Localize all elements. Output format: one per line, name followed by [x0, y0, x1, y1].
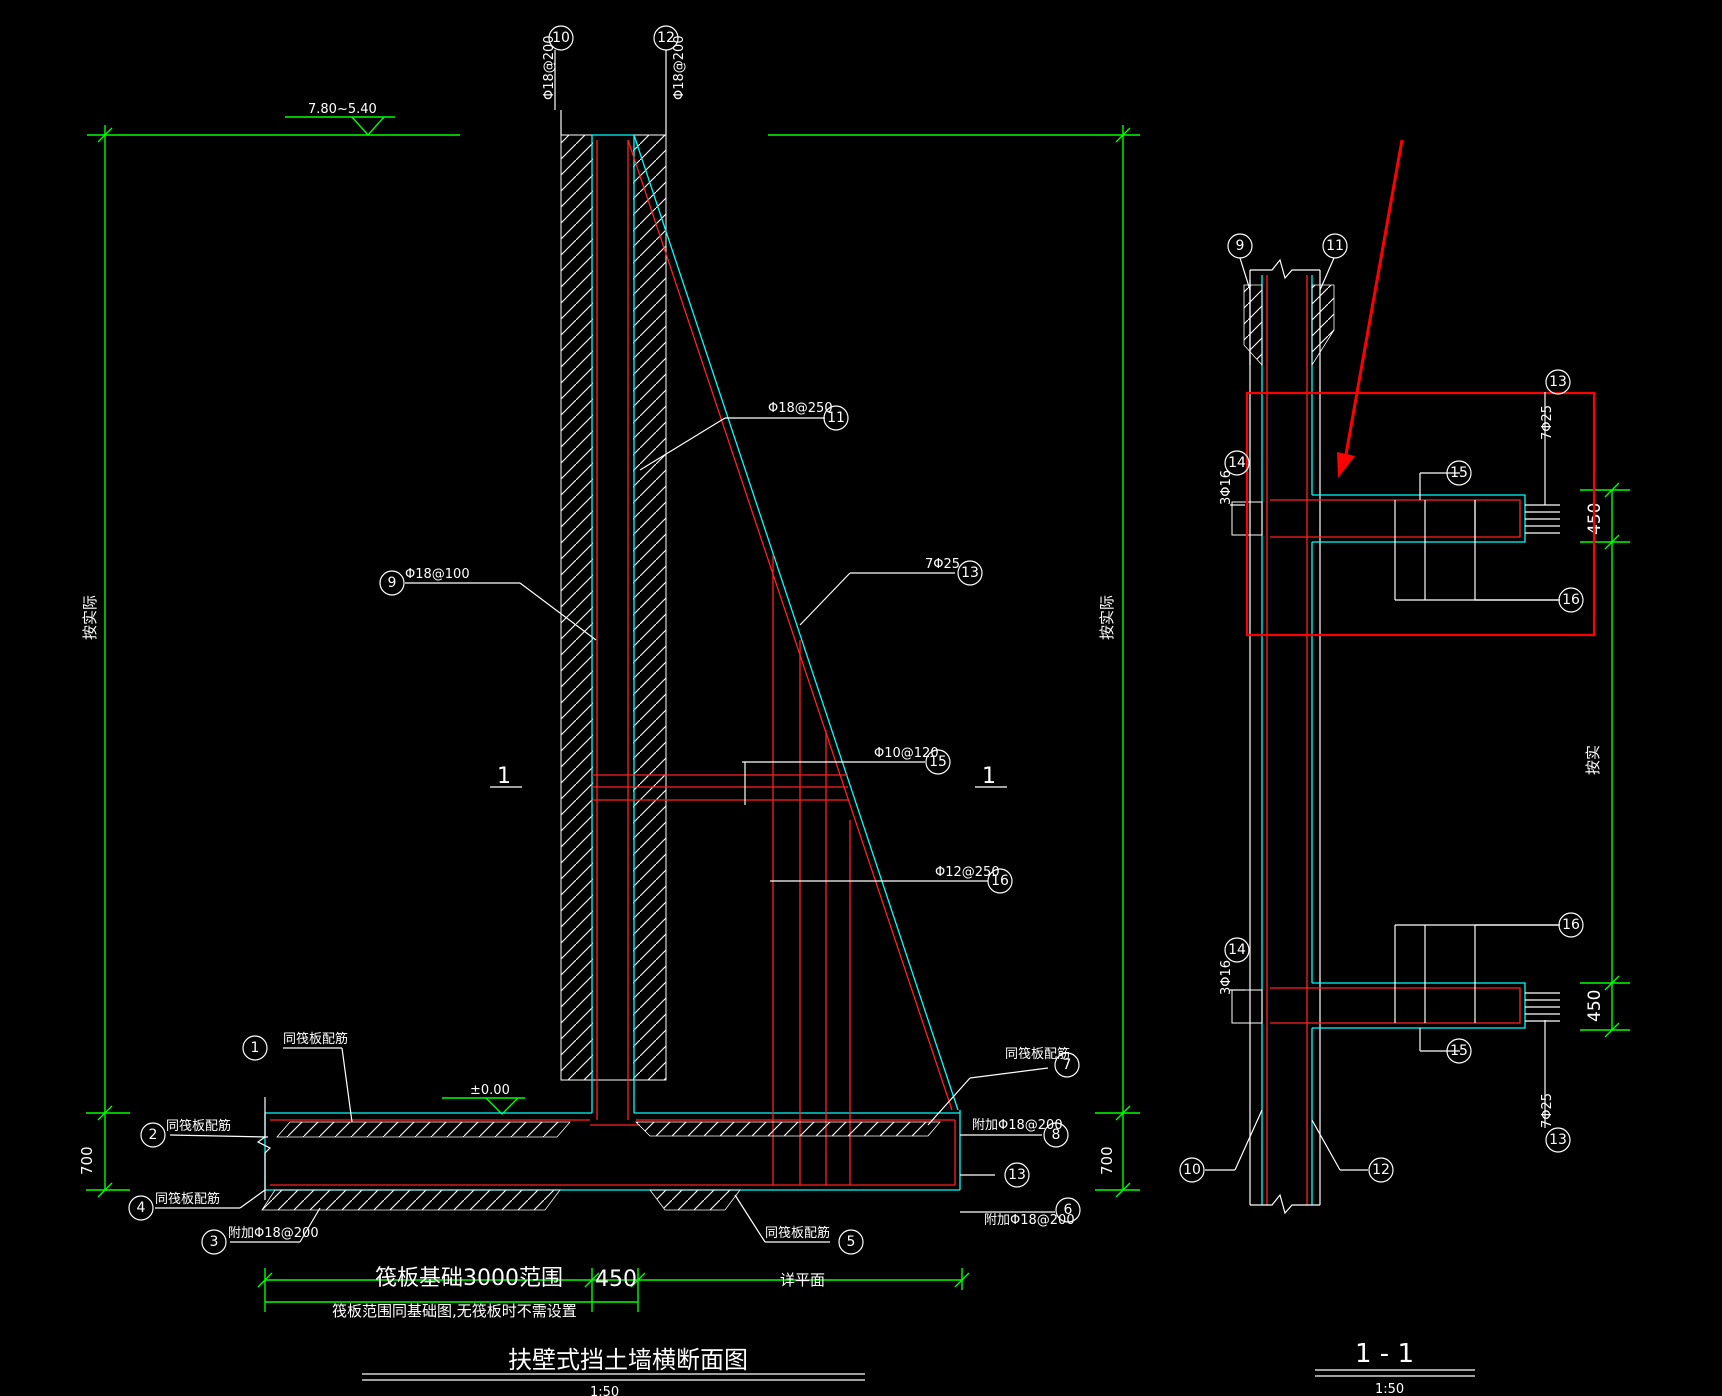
- dim-wall-width: 450: [595, 1267, 637, 1292]
- section-title: 1 - 1: [1355, 1339, 1414, 1369]
- callout-text-11: Φ18@250: [768, 401, 833, 416]
- dim-raft-range: 筏板基础3000范围: [375, 1266, 563, 1291]
- elevation-mark-zero: ±0.00: [442, 1083, 525, 1115]
- wall-hatch-right: [633, 135, 666, 1080]
- callout-text-16: Φ12@250: [935, 865, 1000, 880]
- elevation-top-text: 7.80~5.40: [308, 102, 377, 117]
- callout-num-16: 16: [991, 873, 1009, 889]
- main-scale: 1:50: [590, 1385, 619, 1396]
- sec-text-13-bottom: 7Φ25: [1540, 1093, 1555, 1128]
- wall-hatch-left: [561, 135, 593, 1080]
- sec-text-14-top: 3Φ16: [1219, 470, 1234, 505]
- callout-text-15: Φ10@120: [874, 746, 939, 761]
- dim-foot: 详平面: [780, 1271, 825, 1289]
- callout-num-2: 2: [149, 1127, 158, 1143]
- base-thickness-left: 700: [78, 1146, 96, 1175]
- callout-text-6: 附加Φ18@200: [984, 1213, 1075, 1228]
- callout-num-8: 8: [1052, 1127, 1061, 1143]
- section-wall: [1249, 258, 1321, 1215]
- elevation-zero-text: ±0.00: [470, 1083, 510, 1098]
- main-title: 扶壁式挡土墙横断面图: [508, 1346, 748, 1374]
- section-mark-right: 1: [975, 764, 1007, 789]
- section-callout-numbers: 9 11 13 14 15 16 16 14 15 13 10 12: [1183, 238, 1580, 1178]
- section-callout-circles: [1179, 233, 1584, 1183]
- leader-lines: [155, 50, 1055, 1243]
- section-buttress-top: [1231, 494, 1560, 601]
- section-scale: 1:50: [1375, 1382, 1404, 1396]
- callout-text-13: 7Φ25: [925, 557, 960, 572]
- callout-num-12: 12: [657, 30, 675, 46]
- callout-texts-main: Φ18@200 Φ18@200 Φ18@250 Φ18@100 7Φ25 Φ10…: [155, 35, 1075, 1241]
- callout-num-6: 6: [1064, 1202, 1073, 1218]
- section-1-1-drawing: 450 按实 450: [1179, 139, 1630, 1396]
- highlight-arrow-icon: [1337, 139, 1404, 478]
- callout-num-11: 11: [827, 410, 845, 426]
- section-dimensions: 450 按实 450: [1580, 482, 1630, 1038]
- callout-text-7: 同筏板配筋: [1005, 1046, 1070, 1062]
- height-label-left: 按实际: [81, 595, 99, 640]
- rebar-lines: [270, 139, 956, 1186]
- callout-text-5: 同筏板配筋: [765, 1225, 830, 1241]
- callout-num-3: 3: [210, 1234, 219, 1250]
- sec-callout-11: 11: [1326, 238, 1344, 254]
- height-label-right: 按实际: [1098, 595, 1116, 640]
- callout-text-12: Φ18@200: [672, 35, 687, 100]
- highlight-box: [1245, 391, 1596, 637]
- section-buttress-bottom: [1231, 924, 1560, 1029]
- sec-callout-12: 12: [1372, 1162, 1390, 1178]
- base-thickness-right: 700: [1098, 1146, 1116, 1175]
- callout-text-4: 同筏板配筋: [155, 1191, 220, 1207]
- callout-num-1: 1: [251, 1040, 260, 1056]
- callout-num-15: 15: [929, 754, 947, 770]
- sec-callout-14-bottom: 14: [1228, 942, 1246, 958]
- base-hatch: [261, 1121, 941, 1211]
- main-section-drawing: 7.80~5.40 ±0.00: [78, 25, 1140, 1396]
- section-dim-bottom: 450: [1585, 990, 1605, 1022]
- callout-num-5: 5: [847, 1234, 856, 1250]
- callout-num-9: 9: [388, 575, 397, 591]
- section-leader-lines: [1205, 257, 1558, 1171]
- sec-callout-15-bottom: 15: [1450, 1043, 1468, 1059]
- callout-text-10: Φ18@200: [542, 35, 557, 100]
- callout-num-7: 7: [1063, 1057, 1072, 1073]
- callout-text-8: 附加Φ18@200: [972, 1118, 1063, 1133]
- section-mark-left: 1: [490, 764, 522, 789]
- sec-text-14-bottom: 3Φ16: [1219, 960, 1234, 995]
- callout-numbers-main: 10 12 11 9 13 15 16 1 2 4 3 5 7 8 13 6: [137, 30, 1073, 1250]
- section-mark-right-text: 1: [982, 764, 996, 789]
- callout-text-3: 附加Φ18@200: [228, 1226, 319, 1241]
- callout-circles-main: [128, 25, 1081, 1255]
- callout-num-13: 13: [961, 565, 979, 581]
- section-mark-left-text: 1: [497, 764, 511, 789]
- sec-text-13-top: 7Φ25: [1540, 405, 1555, 440]
- callout-num-10: 10: [552, 30, 570, 46]
- section-callout-texts: 7Φ25 3Φ16 3Φ16 7Φ25: [1219, 405, 1555, 1128]
- callout-text-9: Φ18@100: [405, 567, 470, 582]
- callout-text-1: 同筏板配筋: [283, 1031, 348, 1047]
- sec-callout-10: 10: [1183, 1162, 1201, 1178]
- sec-callout-9: 9: [1236, 238, 1245, 254]
- callout-num-4: 4: [137, 1200, 146, 1216]
- raft-note: 筏板范围同基础图,无筏板时不需设置: [332, 1302, 577, 1320]
- elevation-mark-top: 7.80~5.40: [285, 102, 395, 137]
- sec-callout-13-bottom: 13: [1549, 1132, 1567, 1148]
- section-dim-middle: 按实: [1584, 745, 1602, 775]
- sec-callout-15-top: 15: [1450, 465, 1468, 481]
- sec-callout-13-top: 13: [1549, 374, 1567, 390]
- callout-text-2: 同筏板配筋: [166, 1118, 231, 1134]
- sec-callout-14-top: 14: [1228, 455, 1246, 471]
- concrete-outline: [264, 134, 961, 1191]
- sec-callout-16-top: 16: [1562, 592, 1580, 608]
- callout-num-13b: 13: [1008, 1167, 1026, 1183]
- dimension-lines-main: [86, 125, 1140, 1312]
- sec-callout-16-bottom: 16: [1562, 917, 1580, 933]
